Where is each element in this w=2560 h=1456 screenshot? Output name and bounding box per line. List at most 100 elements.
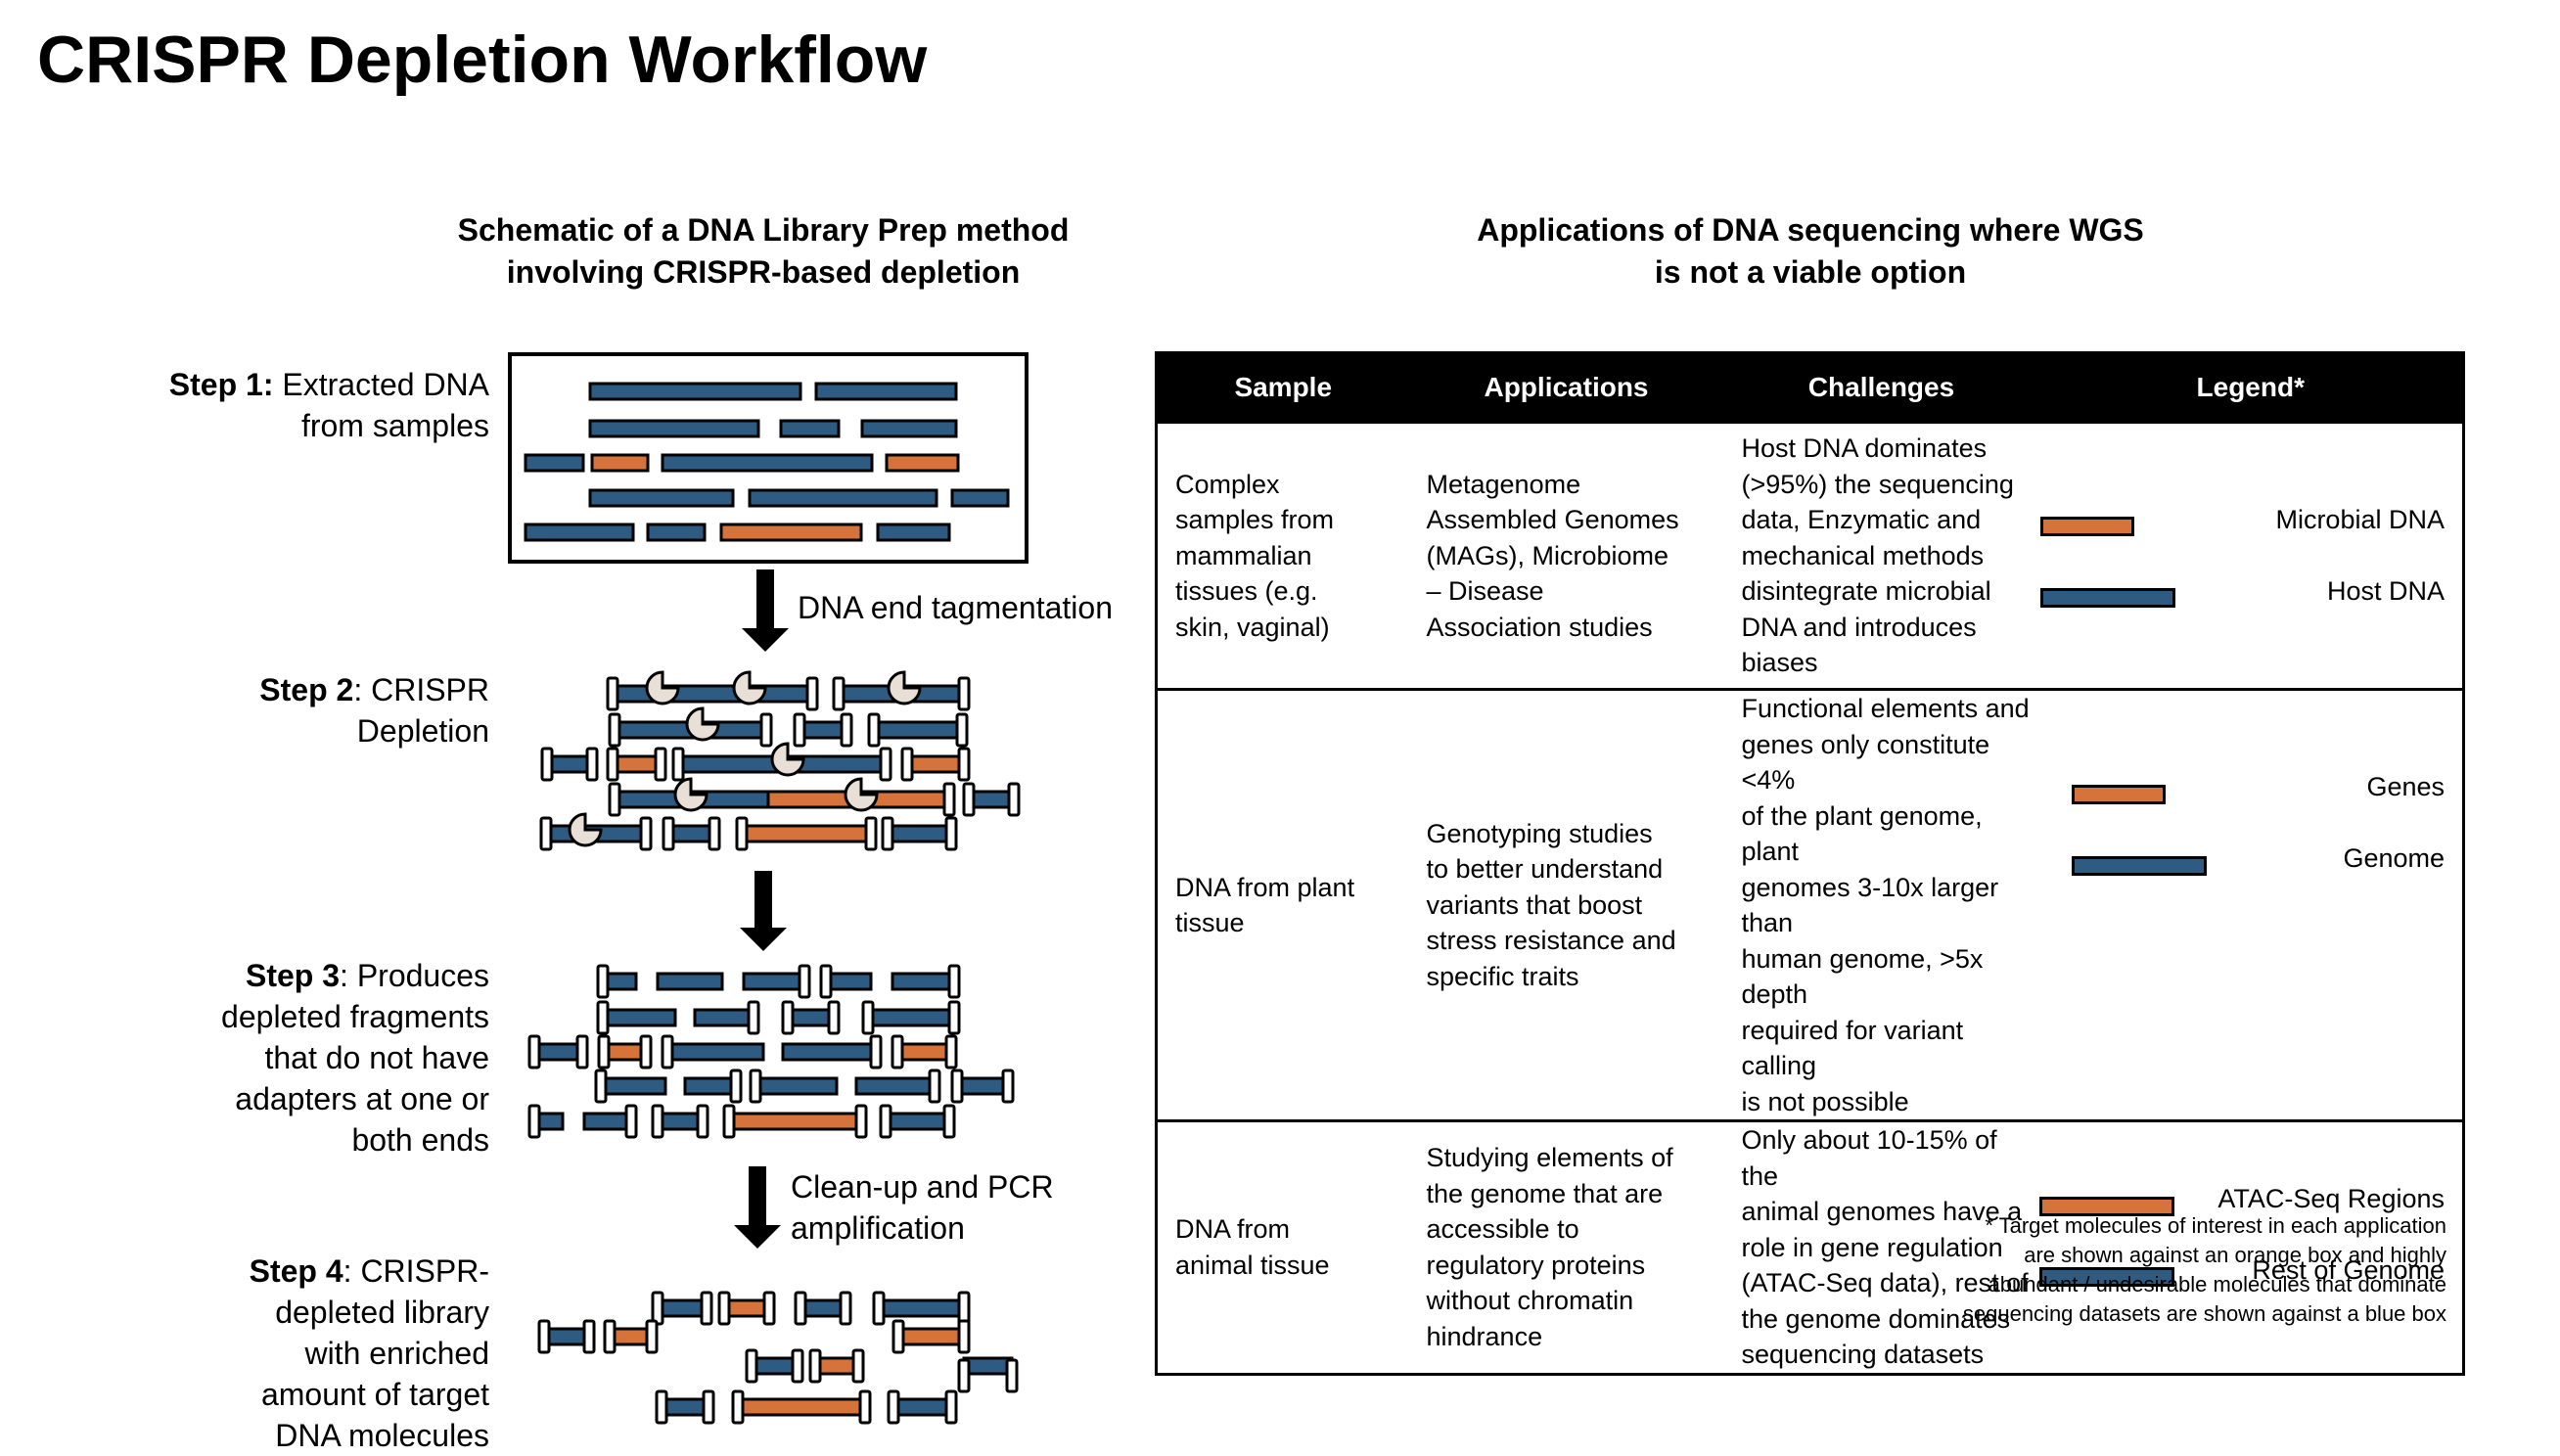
cleanup-label: Clean-up and PCR amplification — [791, 1166, 1054, 1249]
adapter-cap — [745, 1348, 758, 1384]
target-dna-fragment — [727, 1112, 863, 1131]
cell-line: DNA from plant — [1175, 872, 1355, 902]
step-4-text-5: DNA molecules — [275, 1418, 489, 1453]
cas9-icon — [887, 670, 922, 705]
adapter-cap — [639, 1034, 653, 1069]
host-dna-fragment — [646, 523, 707, 542]
adapter-cap — [944, 1389, 958, 1425]
adapter-cap — [808, 1348, 822, 1384]
step-4-title: Step 4 — [249, 1253, 343, 1289]
adapter-cap — [639, 816, 653, 851]
cell-line: disintegrate microbial — [1741, 576, 1991, 607]
adapter-cap — [947, 964, 961, 999]
host-dna-fragment — [742, 972, 806, 991]
host-dna-fragment — [824, 972, 873, 991]
host-dna-fragment — [588, 419, 760, 438]
target-dna-fragment — [740, 824, 873, 843]
host-dna-fragment — [872, 720, 964, 740]
cell-line: samples from — [1175, 505, 1335, 535]
cell-line: Assembled Genomes — [1426, 505, 1679, 535]
host-dna-fragment — [524, 453, 585, 473]
host-dna-fragment — [683, 1076, 738, 1096]
sample-cell: Complex samples from mammalian tissues (… — [1156, 421, 1409, 690]
down-arrow-head — [734, 1225, 781, 1249]
adapter-cap — [608, 782, 621, 817]
host-dna-fragment — [542, 1327, 591, 1346]
target-dna-fragment — [736, 1397, 867, 1417]
host-dna-fragment — [955, 1076, 1010, 1096]
host-dna-fragment — [532, 1042, 584, 1062]
legend-target-swatch — [2071, 785, 2166, 804]
adapter-cap — [527, 1034, 541, 1069]
adapter-cap — [791, 1348, 804, 1384]
cell-line: mammalian — [1175, 540, 1312, 570]
step-3-label: Step 3: Produces depleted fragments that… — [29, 955, 489, 1160]
host-dna-fragment — [798, 720, 848, 740]
step-2-title: Step 2 — [259, 672, 354, 707]
step-3-text-4: adapters at one or — [235, 1081, 489, 1116]
adapter-cap — [832, 676, 846, 711]
target-dna-fragment — [719, 523, 863, 542]
adapter-cap — [861, 1000, 875, 1035]
adapter-cap — [1007, 782, 1021, 817]
workflow-diagram — [508, 352, 1029, 1425]
legend-background-label: Rest of Genome — [2252, 1255, 2445, 1285]
header-sample: Sample — [1156, 352, 1409, 423]
adapter-cap — [594, 1069, 608, 1104]
adapter-cap — [596, 964, 610, 999]
challenges-cell: Only about 10-15% of the animal genomes … — [1723, 1119, 2039, 1374]
adapter-cap — [582, 1319, 596, 1354]
host-dna-fragment — [656, 1112, 705, 1131]
cell-line: Genotyping studies — [1426, 818, 1653, 848]
step-4-text-4: amount of target — [260, 1377, 489, 1412]
host-dna-fragment — [545, 754, 594, 774]
adapter-cap — [872, 1291, 886, 1326]
host-dna-fragment — [799, 1298, 847, 1318]
adapter-cap — [840, 712, 853, 748]
host-dna-fragment — [611, 684, 814, 704]
adapter-cap — [781, 1000, 795, 1035]
cell-line: mechanical methods — [1741, 540, 1985, 570]
host-dna-fragment — [748, 488, 938, 508]
adapter-cap — [597, 1034, 611, 1069]
adapter-cap — [957, 1319, 971, 1354]
adapter-cap — [869, 1034, 883, 1069]
step-3-text-5: both ends — [351, 1122, 489, 1158]
cell-line: DNA from — [1175, 1214, 1291, 1245]
step-3-text-3: that do not have — [264, 1040, 489, 1075]
cell-line: animal genomes have a — [1741, 1197, 2023, 1226]
adapter-cap — [537, 1319, 551, 1354]
left-subtitle: Schematic of a DNA Library Prep method i… — [391, 209, 1135, 294]
adapter-cap — [654, 747, 667, 782]
cell-line: Association studies — [1426, 612, 1653, 642]
sample-cell: DNA from plant tissue — [1156, 688, 1409, 1121]
host-dna-fragment — [582, 1112, 633, 1131]
applications-cell: Metagenome Assembled Genomes (MAGs), Mic… — [1408, 421, 1724, 690]
target-dna-fragment — [905, 754, 966, 774]
adapter-cap — [1001, 1069, 1015, 1104]
step-3-fragments — [527, 964, 1015, 1139]
adapter-cap — [717, 1291, 731, 1326]
adapter-cap — [794, 1291, 807, 1326]
host-dna-fragment — [693, 1008, 755, 1027]
cell-line: – Disease — [1426, 576, 1544, 607]
step-3-sep: : — [340, 958, 348, 993]
adapter-cap — [928, 1069, 941, 1104]
adapter-cap — [762, 1291, 776, 1326]
header-challenges: Challenges — [1723, 352, 2039, 423]
adapter-cap — [891, 1319, 905, 1354]
cas9-icon — [770, 742, 805, 777]
adapter-cap — [655, 1389, 668, 1425]
legend-target-swatch — [2038, 1197, 2174, 1216]
cas9-icon — [685, 706, 720, 742]
page-title: CRISPR Depletion Workflow — [37, 23, 928, 97]
adapter-cap — [624, 1104, 638, 1139]
legend-background-swatch — [2071, 856, 2207, 876]
adapter-cap — [749, 1069, 762, 1104]
applications-cell: Studying elements of the genome that are… — [1408, 1119, 1724, 1374]
adapter-cap — [962, 782, 976, 817]
sample-cell: DNA from animal tissue — [1156, 1119, 1409, 1374]
adapter-cap — [851, 1348, 865, 1384]
cell-line: skin, vaginal) — [1175, 612, 1330, 642]
step-3-text-2: depleted fragments — [221, 999, 489, 1034]
